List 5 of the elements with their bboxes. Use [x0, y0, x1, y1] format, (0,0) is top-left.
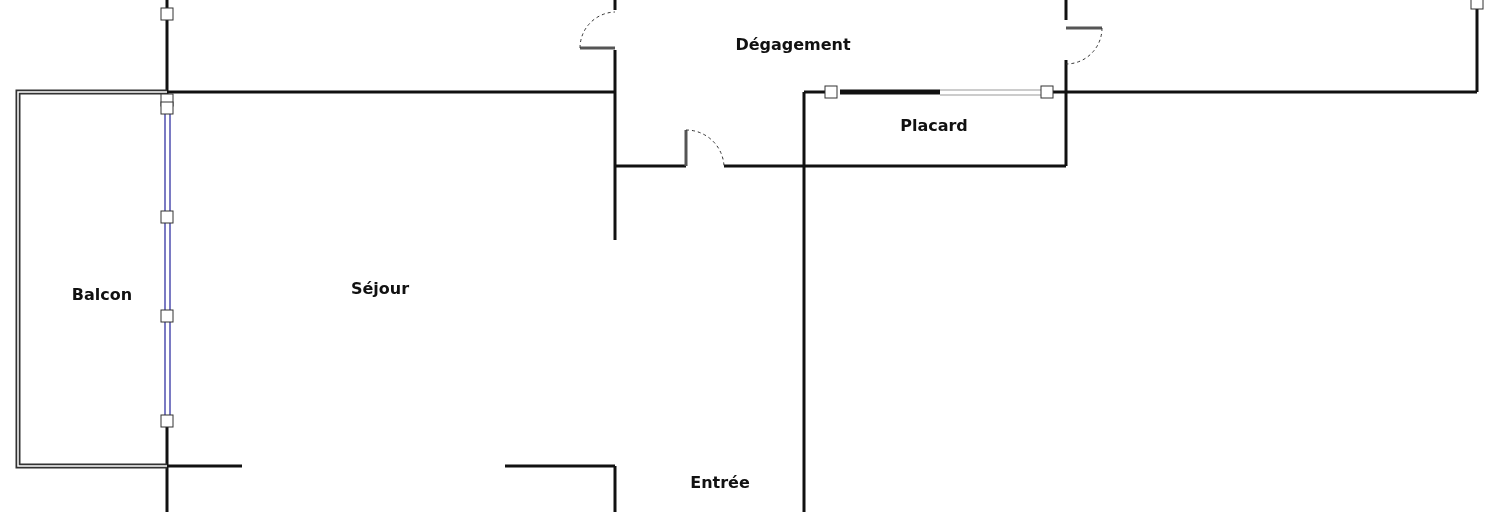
room-label: Dégagement: [735, 34, 851, 56]
room-label: Balcon: [71, 284, 133, 306]
room-label: Entrée: [690, 472, 750, 494]
room-label: Séjour: [350, 278, 410, 300]
room-label: Placard: [900, 115, 968, 137]
